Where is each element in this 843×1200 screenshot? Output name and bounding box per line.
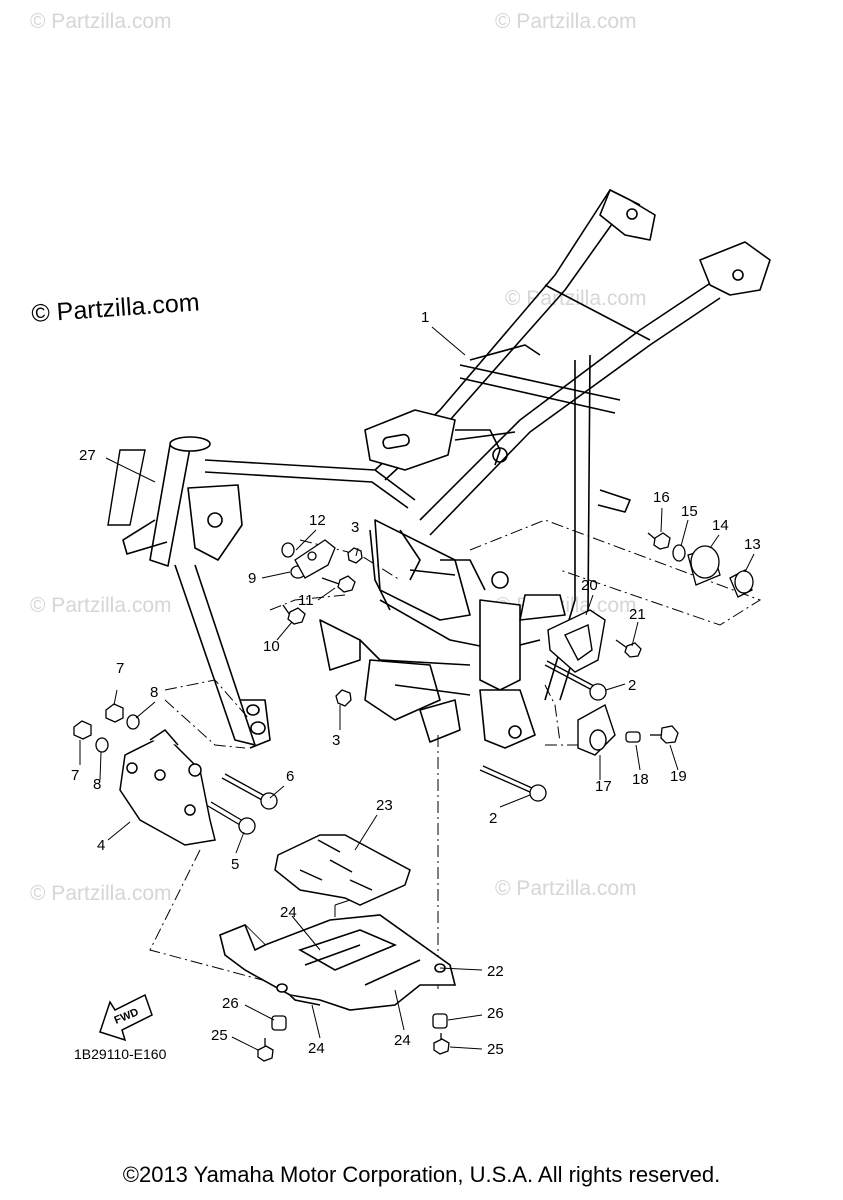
sticker-27 (107, 449, 146, 526)
label-part-15: 15 (681, 503, 698, 520)
diagram-code: 1B29110-E160 (74, 1046, 167, 1062)
label-part-8: 8 (93, 776, 101, 793)
washer-8-lower (95, 737, 109, 753)
label-part-24: 24 (280, 904, 297, 921)
bolt-2-upper (544, 660, 607, 701)
nut-3-upper (347, 547, 363, 564)
label-part-11: 11 (298, 592, 314, 609)
label-part-20: 20 (581, 577, 598, 594)
watermark-main: © Partzilla.com (30, 288, 200, 328)
damper-17 (577, 703, 616, 756)
label-part-2: 2 (628, 677, 636, 694)
fwd-arrow-icon: FWD (99, 993, 153, 1042)
nut-7-upper (105, 703, 124, 723)
washer-8-upper (126, 714, 140, 730)
label-part-21: 21 (629, 606, 646, 623)
watermark: © Partzilla.com (30, 594, 172, 617)
bracket-12 (281, 539, 336, 579)
copyright-notice: ©2013 Yamaha Motor Corporation, U.S.A. A… (122, 1162, 721, 1187)
label-part-24: 24 (394, 1032, 411, 1049)
frame (122, 189, 771, 749)
watermark: © Partzilla.com (495, 877, 637, 900)
watermark: © Partzilla.com (30, 10, 172, 33)
watermark: © Partzilla.com (30, 882, 172, 905)
bolt-16 (647, 532, 671, 550)
label-part-24: 24 (308, 1040, 325, 1057)
label-part-10: 10 (263, 638, 280, 655)
label-part-7: 7 (116, 660, 124, 677)
label-part-3: 3 (332, 732, 340, 749)
bolt-19 (650, 725, 679, 744)
label-part-22: 22 (487, 963, 504, 980)
label-part-5: 5 (231, 856, 239, 873)
engine-bracket-4 (119, 729, 216, 846)
label-part-2: 2 (489, 810, 497, 827)
label-part-25: 25 (487, 1041, 504, 1058)
label-part-6: 6 (286, 768, 294, 785)
callout-labels: 1 2 2 3 3 4 5 6 7 7 8 8 9 10 11 12 13 14… (71, 309, 761, 1058)
bolt-10 (282, 604, 306, 625)
watermark: © Partzilla.com (505, 287, 647, 310)
label-part-25: 25 (211, 1027, 228, 1044)
label-part-4: 4 (97, 837, 105, 854)
bolt-6 (221, 773, 278, 810)
nut-7-lower (73, 720, 92, 740)
label-part-1: 1 (421, 309, 429, 326)
bolt-25-right (433, 1033, 450, 1055)
watermark: © Partzilla.com (495, 10, 637, 33)
collar-26-right (432, 1013, 448, 1029)
bolt-11 (321, 575, 356, 593)
washer-15 (672, 544, 686, 562)
guard-20 (547, 609, 606, 673)
collar-26-left (271, 1015, 287, 1031)
bolt-2-lower (479, 765, 547, 802)
label-part-26: 26 (487, 1005, 504, 1022)
label-part-26: 26 (222, 995, 239, 1012)
collar-18 (625, 731, 641, 743)
label-part-23: 23 (376, 797, 393, 814)
label-part-17: 17 (595, 778, 612, 795)
label-part-7: 7 (71, 767, 79, 784)
label-part-12: 12 (309, 512, 326, 529)
label-part-16: 16 (653, 489, 670, 506)
label-part-19: 19 (670, 768, 687, 785)
bolt-25-left (257, 1038, 274, 1062)
leader-lines (79, 326, 755, 1051)
screw-21 (615, 639, 642, 658)
label-part-13: 13 (744, 536, 761, 553)
damper-14 (687, 545, 721, 586)
label-part-8: 8 (150, 684, 158, 701)
label-part-3: 3 (351, 519, 359, 536)
label-part-18: 18 (632, 771, 649, 788)
label-part-14: 14 (712, 517, 729, 534)
label-part-9: 9 (248, 570, 256, 587)
bolt-5 (207, 801, 256, 835)
pad-23 (274, 834, 411, 906)
skid-plate-22 (219, 914, 457, 1011)
nut-3-lower (335, 689, 352, 707)
label-part-27: 27 (79, 447, 96, 464)
collar-13 (729, 569, 754, 598)
